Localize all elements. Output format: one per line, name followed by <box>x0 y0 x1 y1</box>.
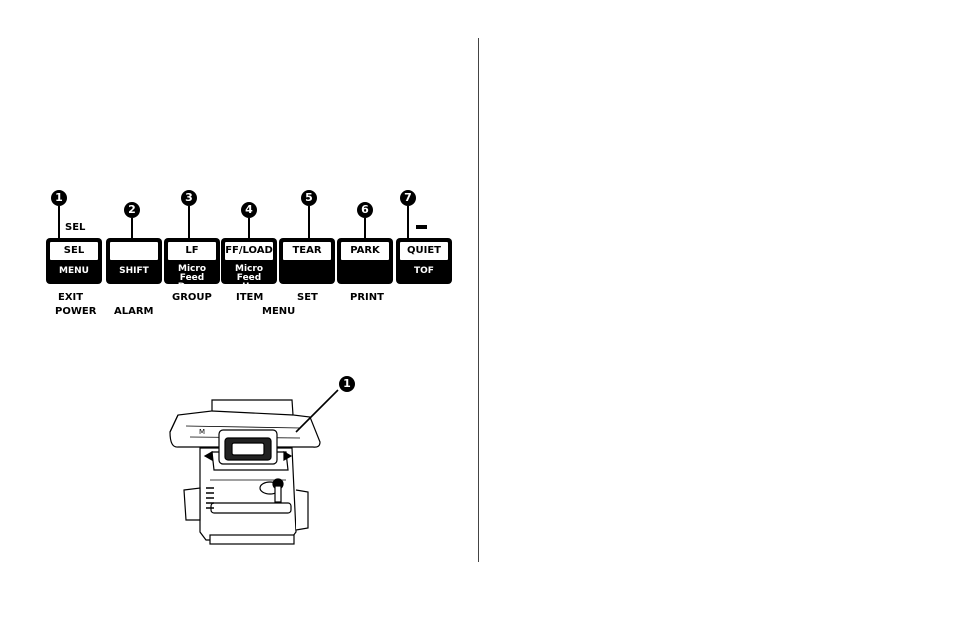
leader-3 <box>188 206 190 238</box>
callout-7: 7 <box>400 190 416 206</box>
sel-key[interactable]: SEL MENU <box>46 238 102 284</box>
key-bottom-label: TOF <box>414 266 434 276</box>
power-label: POWER <box>55 306 97 317</box>
leader-1 <box>58 206 60 238</box>
ff-load-key[interactable]: FF/LOAD Micro Feed Up <box>221 238 277 292</box>
leader-4 <box>248 218 250 238</box>
shift-key[interactable]: SHIFT <box>106 238 162 284</box>
key-bottom-label: MENU <box>59 266 89 276</box>
exit-label: EXIT <box>58 292 84 303</box>
key-top-label: LF <box>167 241 217 261</box>
alarm-label: ALARM <box>114 306 154 317</box>
leader-2 <box>131 218 133 238</box>
callout-2: 2 <box>124 202 140 218</box>
callout-3: 3 <box>181 190 197 206</box>
lf-key[interactable]: LF Micro Feed Down <box>164 238 220 292</box>
print-label: PRINT <box>350 292 384 303</box>
item-label: ITEM <box>236 292 264 303</box>
key-top-label: TEAR <box>282 241 332 261</box>
leader-5 <box>308 206 310 238</box>
printer-mark-m: M <box>199 428 205 436</box>
key-top-label: FF/LOAD <box>224 241 274 261</box>
tear-key[interactable]: TEAR <box>279 238 335 284</box>
printer-callout-1: 1 <box>339 376 355 392</box>
quiet-key[interactable]: QUIET TOF <box>396 238 452 284</box>
key-top-label: PARK <box>340 241 390 261</box>
leader-7 <box>407 206 409 238</box>
callout-6: 6 <box>357 202 373 218</box>
key-top-label: QUIET <box>399 241 449 261</box>
page-divider <box>478 38 479 562</box>
key-top-label <box>109 241 159 261</box>
leader-6 <box>364 218 366 238</box>
key-top-label: SEL <box>49 241 99 261</box>
callout-5: 5 <box>301 190 317 206</box>
group-label: GROUP <box>172 292 212 303</box>
sel-above-label: SEL <box>65 222 86 233</box>
callout-4: 4 <box>241 202 257 218</box>
key-bottom-label: Micro Feed Up <box>235 264 263 292</box>
key-bottom-label: Micro Feed Down <box>177 264 207 292</box>
callout-1: 1 <box>51 190 67 206</box>
set-label: SET <box>297 292 318 303</box>
quiet-dash-mark <box>416 225 427 229</box>
menu-label: MENU <box>262 306 296 317</box>
park-key[interactable]: PARK <box>337 238 393 284</box>
key-bottom-label: SHIFT <box>119 266 149 276</box>
